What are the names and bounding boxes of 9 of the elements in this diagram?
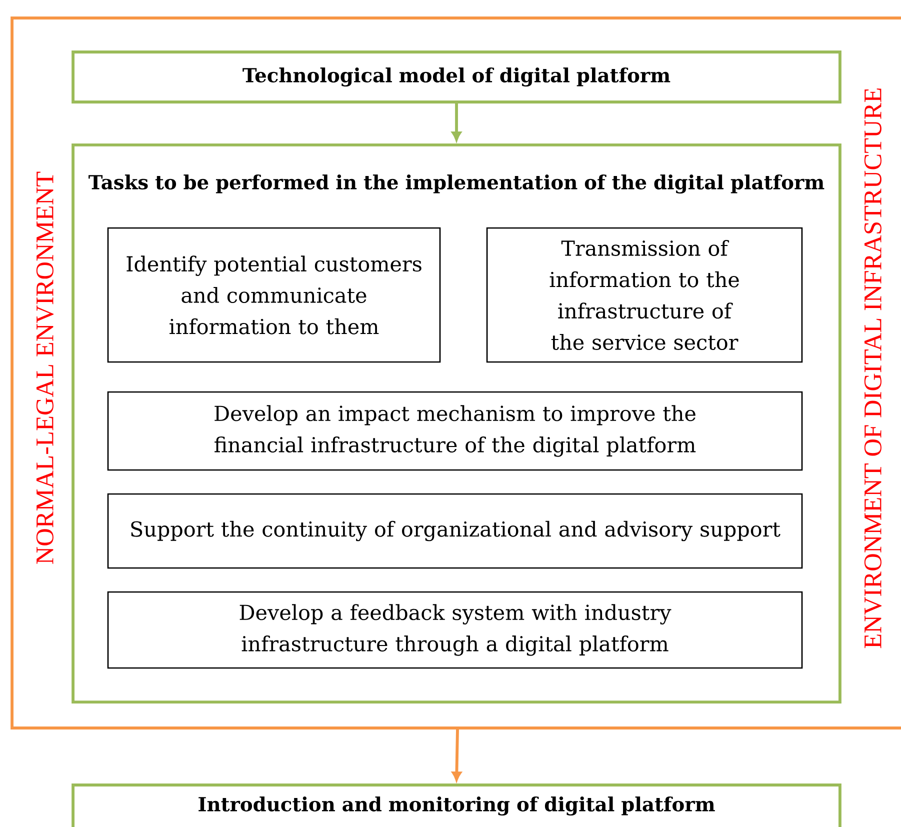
- task-box: Identify potential customers and communicate information to them: [107, 227, 441, 363]
- arrow: [452, 729, 462, 781]
- task-box: Transmission of information to the infrastructure of the service sector: [486, 227, 803, 363]
- task-box: Support the continuity of organizational and advisory support: [107, 493, 803, 569]
- task-box: Develop a feedback system with industry infrastructure through a digital platform: [107, 591, 803, 669]
- heading-box: Introduction and monitoring of digital platform: [72, 784, 842, 827]
- arrow: [452, 103, 462, 141]
- heading-box: Technological model of digital platform: [72, 50, 842, 104]
- task-box: Develop an impact mechanism to improve the financial infrastructure of the digital platform: [107, 391, 803, 471]
